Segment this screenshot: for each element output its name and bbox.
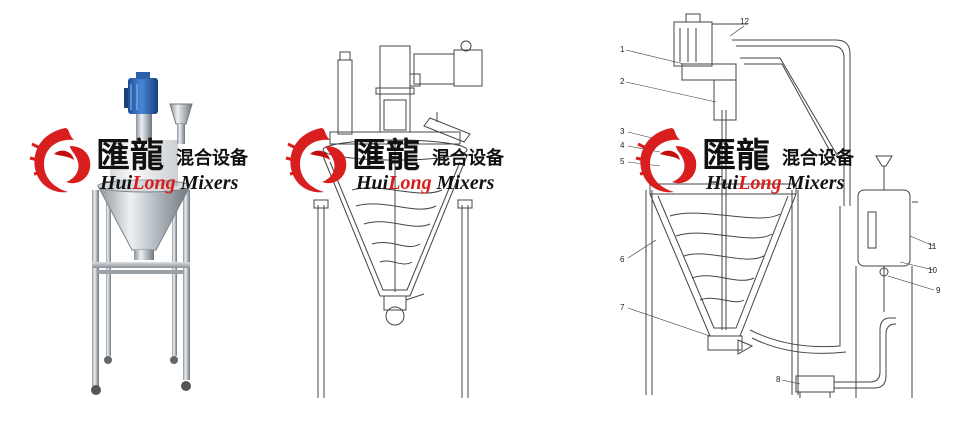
part-label-2: 2 xyxy=(620,77,625,86)
dragon-logo-3 xyxy=(635,128,697,193)
part-label-6: 6 xyxy=(620,255,625,264)
part-label-3: 3 xyxy=(620,127,625,136)
part-label-1: 1 xyxy=(620,45,625,54)
part-label-5: 5 xyxy=(620,157,625,166)
part-label-11: 11 xyxy=(928,242,937,251)
part-label-10: 10 xyxy=(928,266,937,275)
part-labels: 1 2 3 4 5 6 7 8 9 10 11 12 xyxy=(620,17,941,384)
part-label-7: 7 xyxy=(620,303,625,312)
part-label-12: 12 xyxy=(740,17,749,26)
dragon-logo-2 xyxy=(285,128,347,193)
dragon-logo-1 xyxy=(29,128,91,193)
part-label-9: 9 xyxy=(936,286,941,295)
photo-conical-mixer xyxy=(91,72,193,395)
part-leaders xyxy=(625,25,935,385)
drawing-cone-mixer xyxy=(313,40,483,398)
drawing-vacuum-dryer xyxy=(645,13,918,398)
part-label-4: 4 xyxy=(620,141,625,150)
part-label-8: 8 xyxy=(776,375,781,384)
